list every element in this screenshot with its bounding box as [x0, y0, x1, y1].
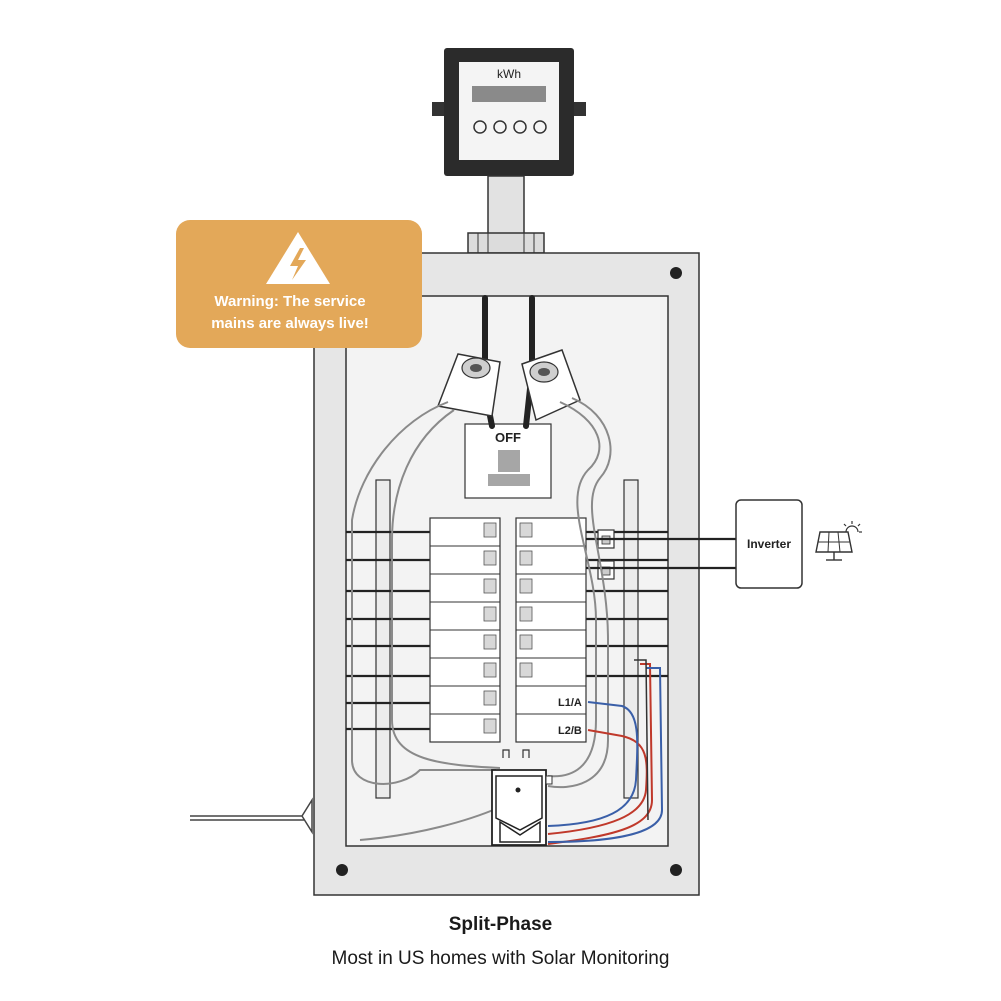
energy-monitor-device [491, 749, 553, 846]
kwh-meter: kWh [432, 48, 586, 176]
breaker-label-l1: L1/A [558, 697, 582, 709]
inverter-wires [586, 537, 736, 570]
warning-callout: Warning: The service mains are always li… [176, 220, 422, 348]
meter-conduit [467, 175, 545, 254]
breakers-right: L1/A L2/B [515, 517, 587, 743]
main-breaker-label: OFF [495, 430, 521, 445]
inverter-label: Inverter [747, 537, 791, 551]
solar-panel-icon [815, 531, 853, 561]
panel-screw [670, 864, 682, 876]
caption-subtitle: Most in US homes with Solar Monitoring [331, 948, 670, 969]
main-breaker: OFF [464, 423, 552, 499]
ct-clamp-2 [521, 349, 581, 422]
warning-line-2: mains are always live! [211, 315, 369, 332]
ground-rod [190, 797, 313, 835]
meter-label: kWh [497, 67, 521, 81]
inverter-box: Inverter [735, 499, 803, 589]
warning-line-1: Warning: The service [214, 293, 365, 310]
lightning-warning-icon [266, 232, 330, 284]
breakers-left [429, 517, 501, 743]
ct-cables [351, 397, 612, 841]
monitor-wires-dark [634, 659, 649, 821]
breaker-label-l2: L2/B [558, 725, 582, 737]
ct-clamp-1 [436, 353, 501, 417]
panel-screw [670, 267, 682, 279]
caption-title: Split-Phase [448, 914, 553, 935]
branch-wires [346, 530, 668, 731]
meter-display [472, 86, 546, 102]
monitor-wires-blue [547, 667, 664, 843]
sun-icon [843, 521, 862, 533]
panel-screw [336, 864, 348, 876]
